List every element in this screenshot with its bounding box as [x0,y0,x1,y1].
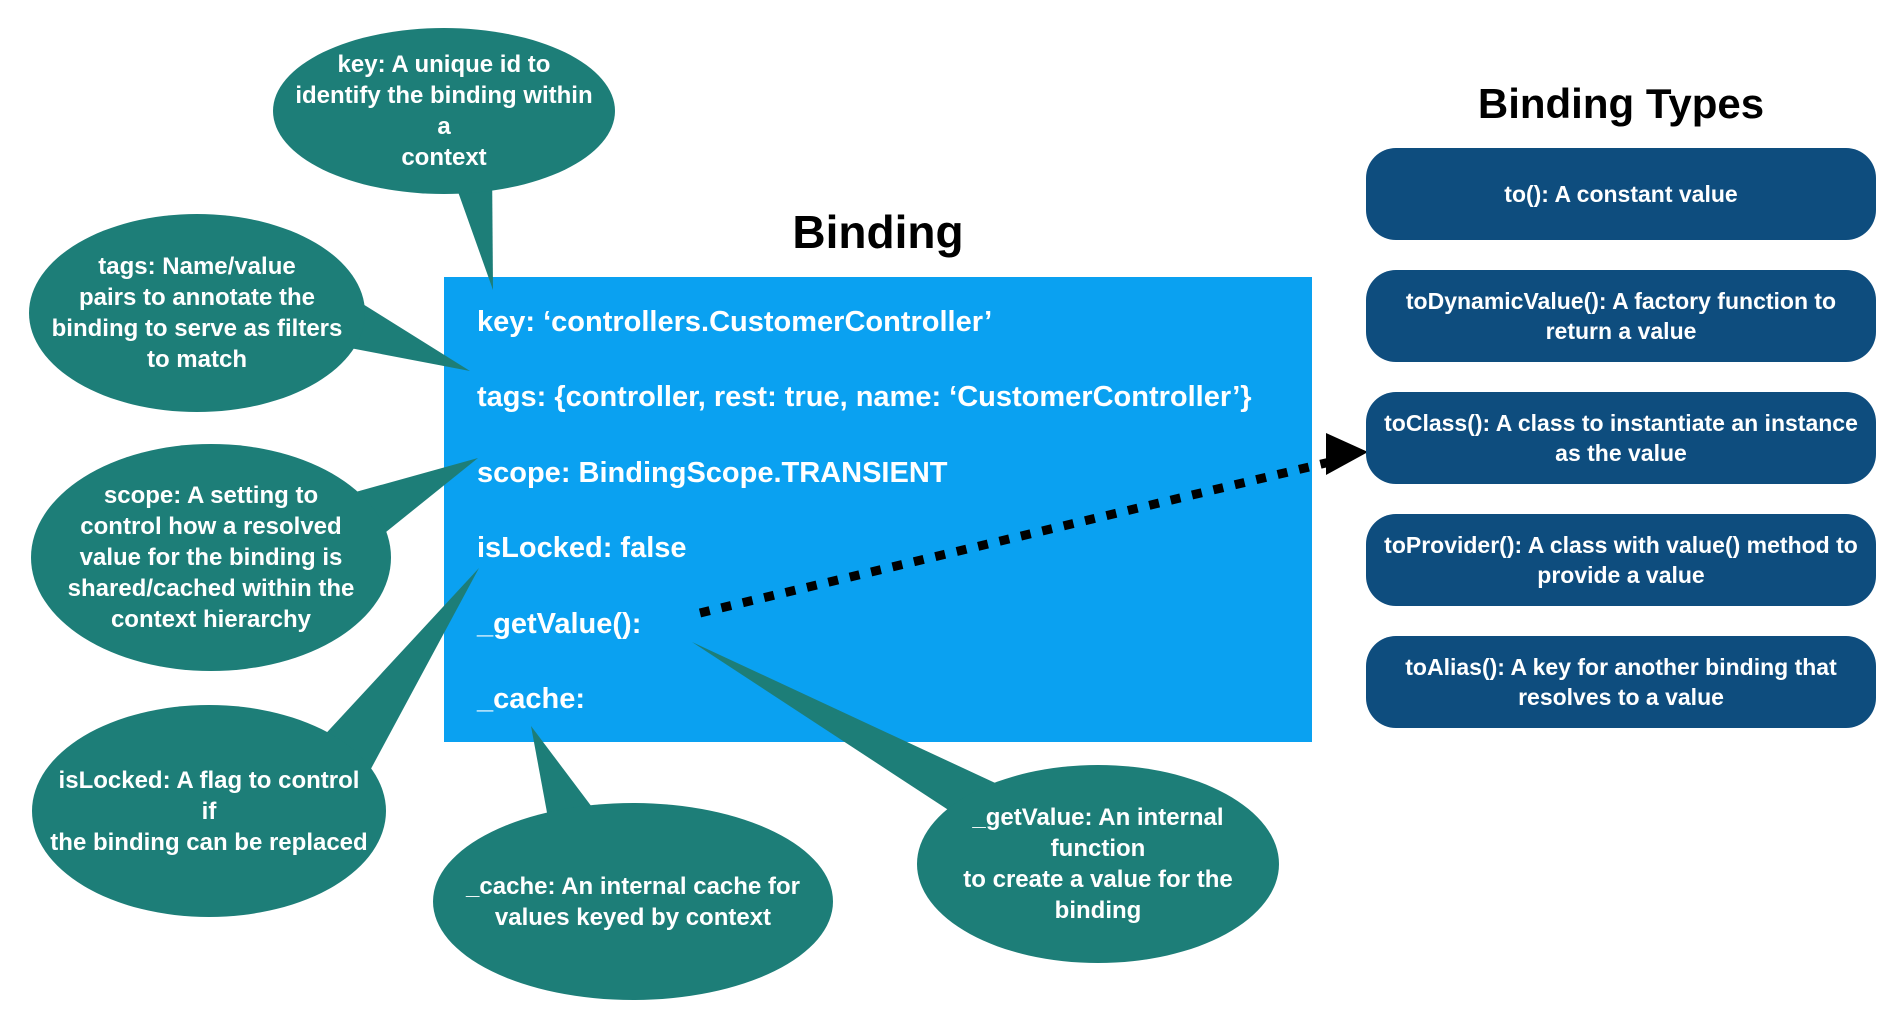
callout-tags: tags: Name/value pairs to annotate the b… [29,214,365,412]
binding-attr-islocked: isLocked: false [477,532,687,565]
binding-type-to: to(): A constant value [1366,148,1876,240]
callout-cache: _cache: An internal cache for values key… [433,803,833,1000]
binding-attr-getvalue: _getValue(): [477,607,642,640]
callout-scope: scope: A setting to control how a resolv… [31,444,391,671]
binding-box: key: ‘controllers.CustomerController’ ta… [444,277,1312,742]
binding-attr-key: key: ‘controllers.CustomerController’ [477,306,993,338]
binding-types-title: Binding Types [1477,80,1765,127]
binding-attr-scope: scope: BindingScope.TRANSIENT [477,456,948,489]
binding-type-toprovider: toProvider(): A class with value() metho… [1366,514,1876,606]
arrow-head-icon [1326,433,1368,475]
callout-getvalue: _getValue: An internal function to creat… [917,765,1279,963]
binding-title: Binding [792,206,964,258]
binding-type-toalias: toAlias(): A key for another binding tha… [1366,636,1876,728]
binding-attr-cache: _cache: [477,682,586,715]
callout-key: key: A unique id to identify the binding… [273,28,615,194]
binding-type-toclass: toClass(): A class to instantiate an ins… [1366,392,1876,484]
binding-type-todynamicvalue: toDynamicValue(): A factory function to … [1366,270,1876,362]
callout-islocked: isLocked: A flag to control if the bindi… [32,705,386,917]
binding-attr-tags: tags: {controller, rest: true, name: ‘Cu… [477,381,1252,414]
